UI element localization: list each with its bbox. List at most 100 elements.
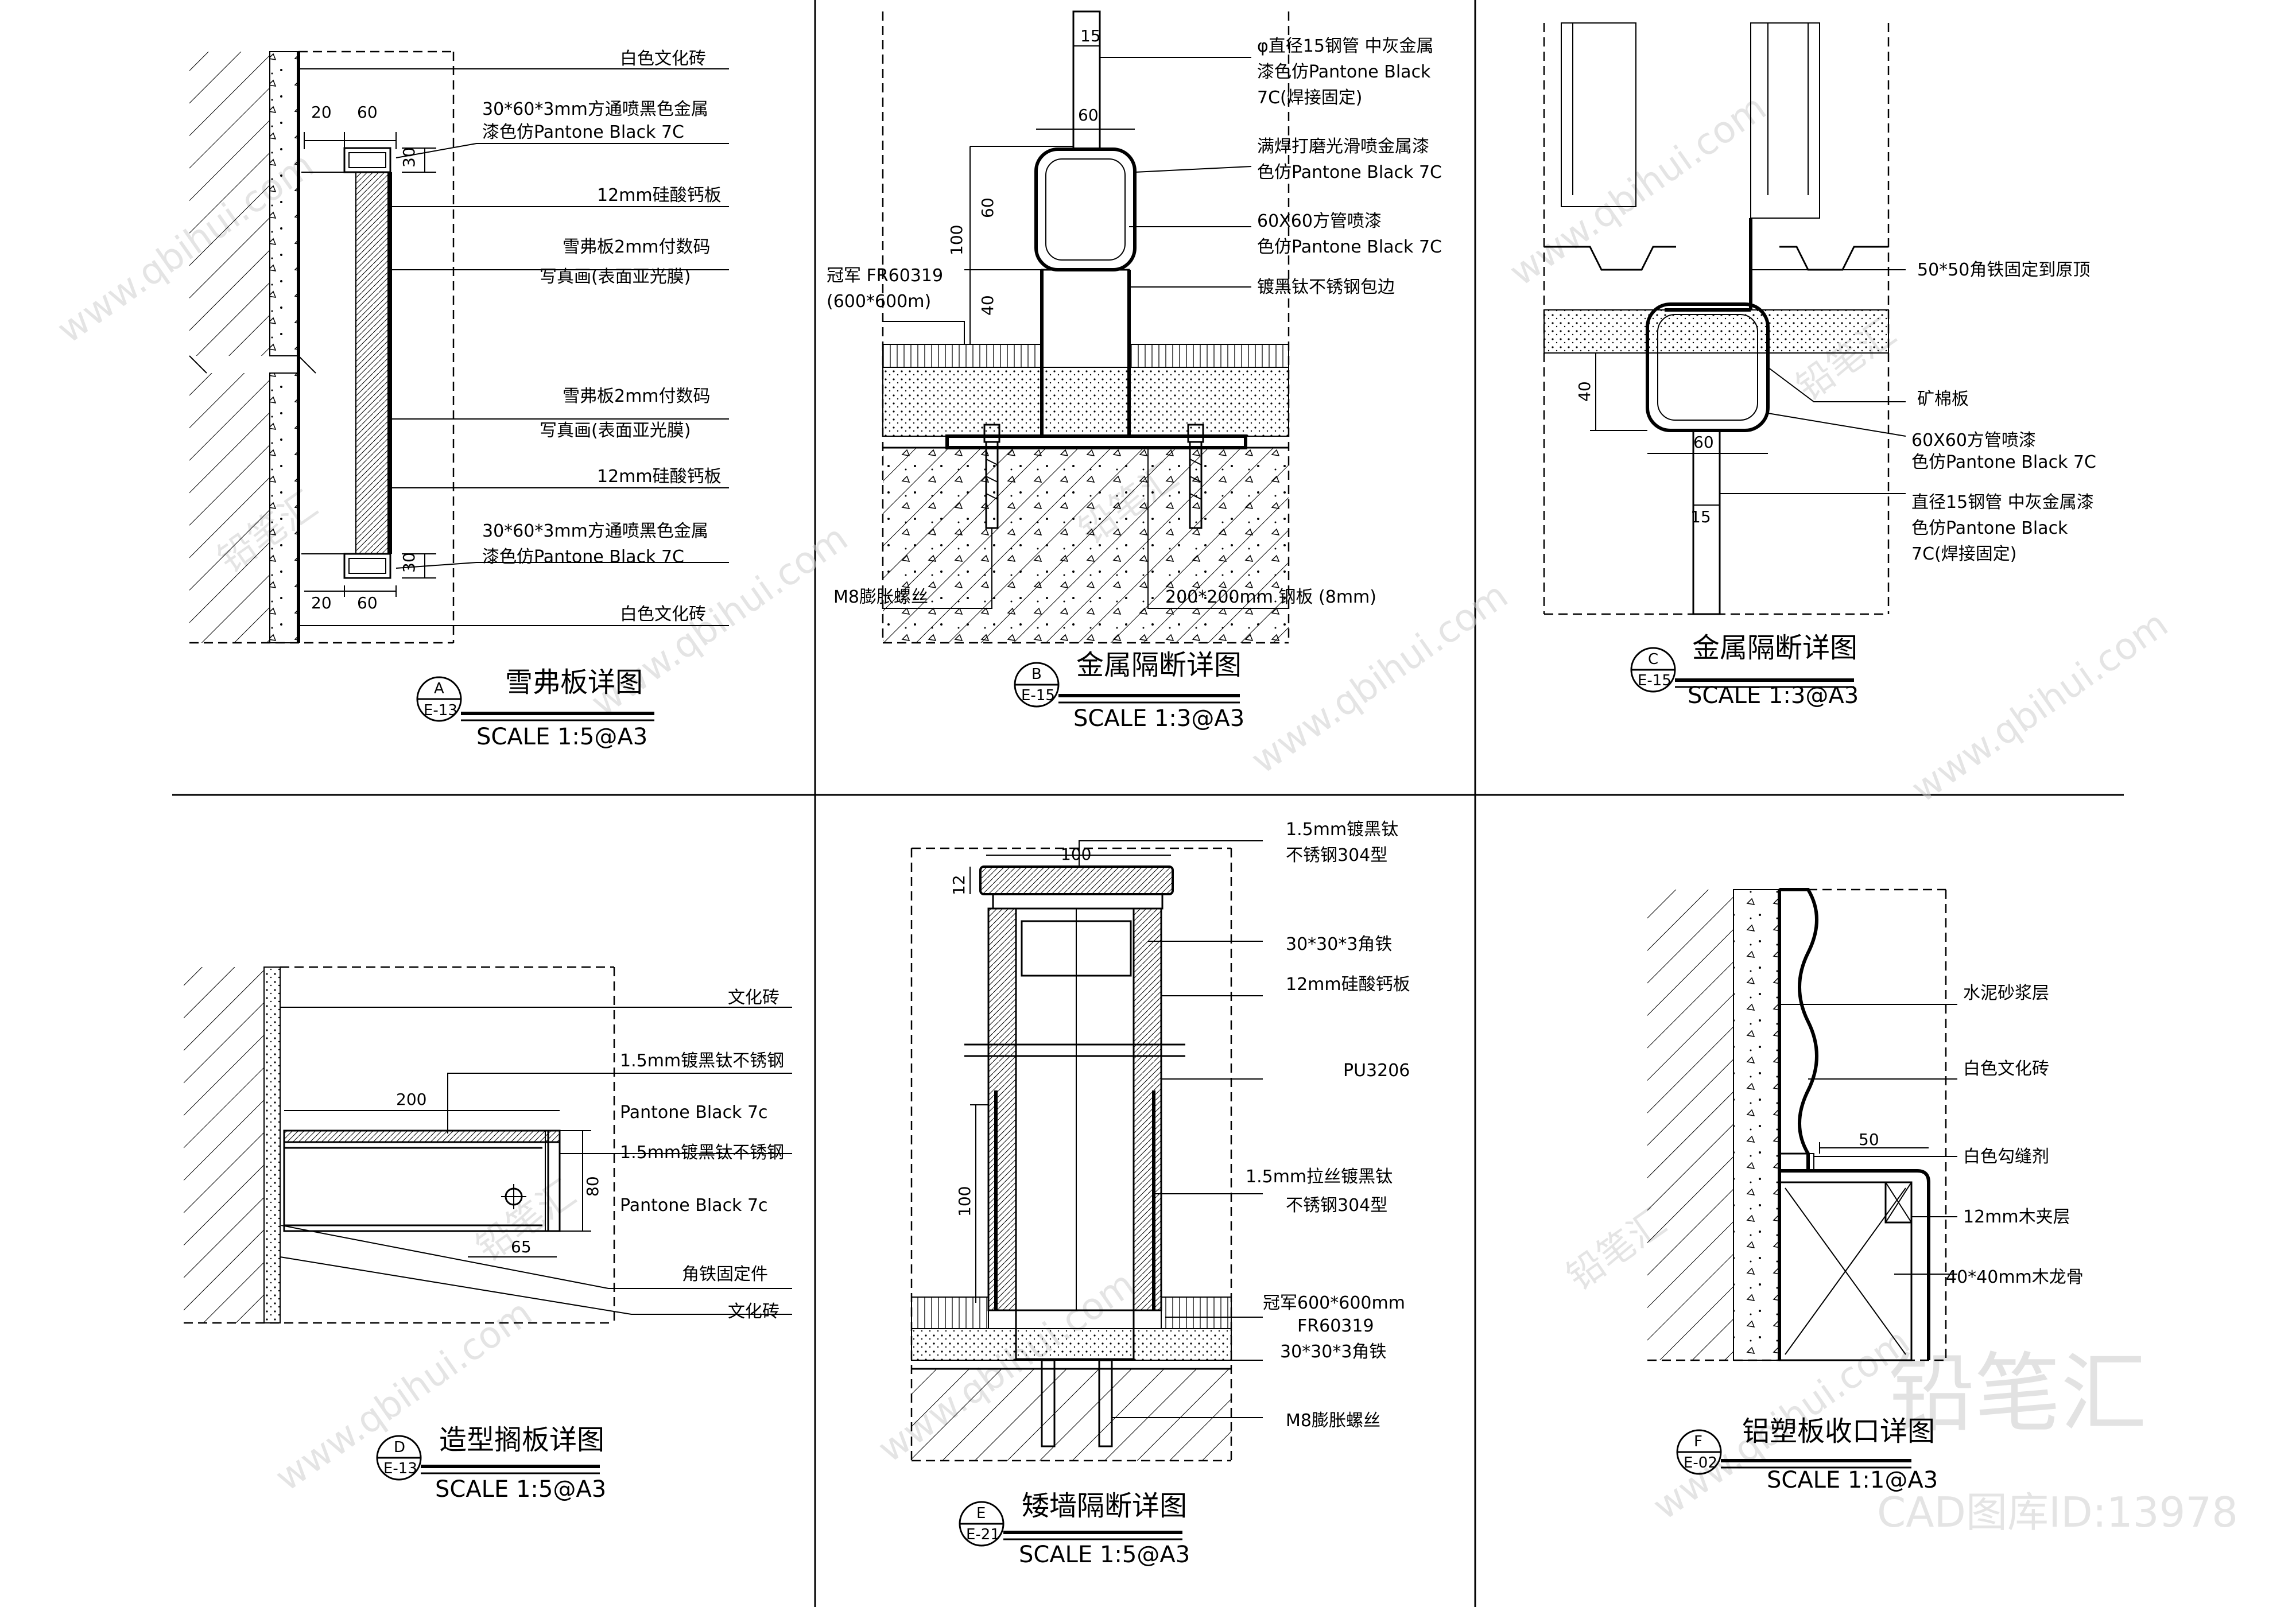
b-dim-1: 15 (1080, 26, 1101, 45)
e-label-9: FR60319 (1297, 1316, 1374, 1336)
d-label-2: 1.5mm镀黑钛不锈钢 (620, 1051, 784, 1071)
detail-b-drawing (882, 10, 1290, 644)
detail-b-title-block: B E-15 金属隔断详图 SCALE 1:3@A3 (1014, 649, 1244, 732)
c-label-2: 矿棉板 (1917, 389, 1969, 409)
a-label-12: 白色文化砖 (620, 604, 706, 624)
sheet-grid (172, 0, 2124, 1607)
a-label-11: 漆色仿Pantone Black 7C (482, 547, 684, 567)
a-title: 雪弗板详图 (505, 666, 643, 698)
b-label-9: 冠军 FR60319 (827, 266, 943, 286)
f-label-3: 白色勾缝剂 (1963, 1147, 2049, 1167)
e-label-11: M8膨胀螺丝 (1286, 1411, 1380, 1431)
detail-c-drawing (1543, 22, 1906, 615)
c-label-4: 色仿Pantone Black 7C (1911, 452, 2096, 472)
svg-text:E-13: E-13 (424, 702, 457, 719)
a-label-8: 写真画(表面亚光膜) (540, 421, 691, 441)
e-label-8: 冠军600*600mm (1263, 1293, 1405, 1313)
detail-e-annotations: 1.5mm镀黑钛 不锈钢304型 30*30*3角铁 12mm硅酸钙板 PU32… (949, 820, 1410, 1431)
c-label-7: 7C(焊接固定) (1911, 544, 2016, 564)
a-label-5: 雪弗板2mm付数码 (563, 237, 711, 257)
d-title: 造型搁板详图 (439, 1424, 604, 1456)
svg-text:CAD图库ID:13978: CAD图库ID:13978 (1877, 1488, 2238, 1536)
svg-text:B: B (1031, 666, 1042, 683)
f-label-1: 水泥砂浆层 (1963, 983, 2049, 1003)
d-dim-3: 65 (511, 1237, 532, 1256)
e-dim-1: 100 (1061, 845, 1091, 864)
a-dim-5: 20 (311, 593, 332, 612)
detail-f-drawing (1647, 888, 1957, 1361)
detail-a-annotations: 白色文化砖 30*60*3mm方通喷黑色金属 漆色仿Pantone Black … (311, 49, 722, 624)
a-label-7: 雪弗板2mm付数码 (563, 386, 711, 406)
svg-text:铅笔汇: 铅笔汇 (1888, 1344, 2147, 1444)
c-dim-3: 15 (1690, 507, 1711, 526)
svg-text:D: D (394, 1439, 405, 1456)
b-label-11: M8膨胀螺丝 (833, 587, 928, 607)
a-label-1: 白色文化砖 (620, 49, 706, 69)
b-label-4: 满焊打磨光滑喷金属漆 (1257, 137, 1429, 157)
e-label-2: 不锈钢304型 (1286, 845, 1387, 865)
e-label-6: 1.5mm拉丝镀黑钛 (1246, 1167, 1393, 1187)
svg-text:C: C (1648, 651, 1658, 668)
c-label-3: 60X60方管喷漆 (1911, 430, 2036, 451)
a-label-3: 漆色仿Pantone Black 7C (482, 122, 684, 142)
c-scale: SCALE 1:3@A3 (1688, 682, 1859, 709)
f-label-4: 12mm木夹层 (1963, 1207, 2070, 1227)
c-title: 金属隔断详图 (1692, 632, 1857, 664)
d-label-6: 角铁固定件 (682, 1264, 768, 1284)
svg-text:E-02: E-02 (1684, 1454, 1717, 1472)
b-dim-4: 60 (978, 197, 997, 218)
d-dim-2: 80 (583, 1176, 602, 1197)
detail-a-title-block: A E-13 雪弗板详图 SCALE 1:5@A3 (416, 666, 654, 750)
svg-text:E-15: E-15 (1638, 672, 1671, 689)
detail-c-annotations: 50*50角铁固定到原顶 矿棉板 60X60方管喷漆 色仿Pantone Bla… (1575, 260, 2096, 564)
svg-text:E-15: E-15 (1021, 687, 1055, 704)
c-label-1: 50*50角铁固定到原顶 (1917, 260, 2090, 280)
d-label-7: 文化砖 (728, 1302, 779, 1322)
a-label-6: 写真画(表面亚光膜) (540, 267, 691, 287)
e-label-10: 30*30*3角铁 (1280, 1342, 1386, 1362)
e-title: 矮墙隔断详图 (1022, 1490, 1187, 1522)
b-label-8: 镀黑钛不锈钢包边 (1257, 277, 1395, 297)
f-label-2: 白色文化砖 (1963, 1059, 2049, 1079)
c-label-6: 色仿Pantone Black (1911, 518, 2068, 538)
b-dim-5: 40 (978, 295, 997, 316)
a-dim-1: 20 (311, 103, 332, 122)
b-label-1: φ直径15钢管 中灰金属 (1257, 36, 1434, 56)
f-title: 铝塑板收口详图 (1742, 1415, 1935, 1447)
svg-text:F: F (1694, 1433, 1702, 1450)
svg-text:E-21: E-21 (966, 1526, 1000, 1543)
d-label-3: Pantone Black 7c (620, 1103, 768, 1123)
e-label-7: 不锈钢304型 (1286, 1195, 1387, 1216)
svg-text:www.qbihui.com: www.qbihui.com (1904, 603, 2176, 812)
c-dim-1: 40 (1575, 381, 1594, 402)
svg-text:www.qbihui.com: www.qbihui.com (1502, 87, 1774, 295)
a-label-10: 30*60*3mm方通喷黑色金属 (482, 521, 708, 541)
b-label-10: (600*600m) (827, 292, 931, 312)
svg-text:A: A (434, 680, 444, 697)
detail-c-title-block: C E-15 金属隔断详图 SCALE 1:3@A3 (1630, 632, 1859, 709)
d-label-5: Pantone Black 7c (620, 1195, 768, 1216)
b-label-7: 色仿Pantone Black 7C (1257, 237, 1442, 257)
b-label-5: 色仿Pantone Black 7C (1257, 162, 1442, 183)
e-dim-2: 12 (949, 875, 968, 895)
detail-d-drawing (184, 966, 792, 1324)
a-label-9: 12mm硅酸钙板 (597, 467, 722, 487)
d-label-4: 1.5mm镀黑钛不锈钢 (620, 1143, 784, 1163)
b-scale: SCALE 1:3@A3 (1073, 705, 1244, 732)
b-label-6: 60X60方管喷漆 (1257, 211, 1382, 231)
e-dim-3: 100 (955, 1186, 974, 1217)
d-scale: SCALE 1:5@A3 (435, 1476, 606, 1503)
b-dim-2: 60 (1078, 106, 1099, 125)
detail-b-annotations: φ直径15钢管 中灰金属 漆色仿Pantone Black 7C(焊接固定) 满… (827, 26, 1442, 607)
detail-d-title-block: D E-13 造型搁板详图 SCALE 1:5@A3 (376, 1424, 606, 1503)
e-label-3: 30*30*3角铁 (1286, 934, 1392, 954)
a-label-2: 30*60*3mm方通喷黑色金属 (482, 99, 708, 119)
b-label-12: 200*200mm 钢板 (8mm) (1165, 587, 1376, 607)
e-label-4: 12mm硅酸钙板 (1286, 975, 1410, 995)
e-label-5: PU3206 (1343, 1061, 1410, 1081)
c-label-5: 直径15钢管 中灰金属漆 (1911, 492, 2094, 513)
c-dim-2: 60 (1693, 433, 1714, 452)
a-label-4: 12mm硅酸钙板 (597, 185, 722, 205)
b-title: 金属隔断详图 (1076, 649, 1242, 681)
